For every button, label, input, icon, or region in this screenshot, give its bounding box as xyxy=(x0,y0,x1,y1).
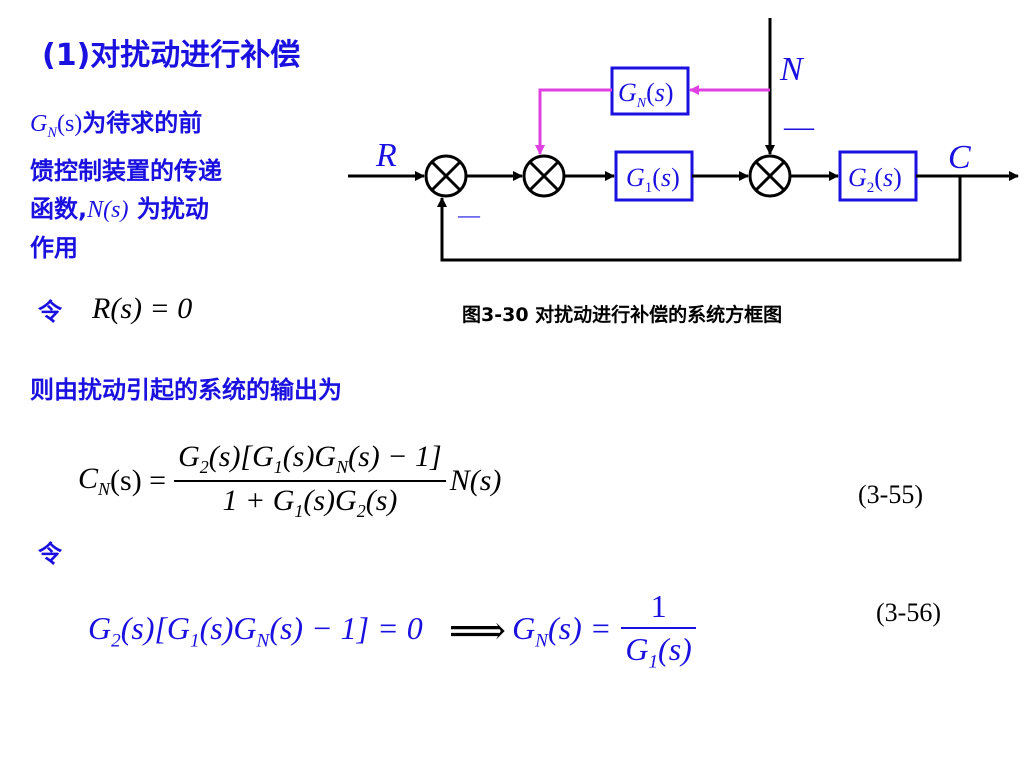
block-gn-label: GN(s) xyxy=(618,78,674,111)
slide-heading: (1)对扰动进行补偿 xyxy=(42,38,301,73)
block-g1 xyxy=(614,150,694,202)
summing-junction-1 xyxy=(424,154,468,198)
figure-caption: 图3-30 对扰动进行补偿的系统方框图 xyxy=(462,304,783,326)
eq55-numerator: G2(s)[G1(s)GN(s) − 1] xyxy=(178,440,442,477)
rs-equation: R(s) = 0 xyxy=(92,292,193,325)
feedback-path xyxy=(437,176,962,262)
summing-junction-3 xyxy=(748,154,792,198)
description-line2: 馈控制装置的传递 xyxy=(30,156,222,185)
label-n: N xyxy=(779,51,805,88)
implies-arrow: ⟹ xyxy=(448,608,507,654)
eq55-lhs-arg: (s) = xyxy=(110,464,167,497)
ling-label: 令 xyxy=(38,298,62,326)
block-g2-label: G2(s) xyxy=(848,163,902,196)
ling-label-2: 令 xyxy=(38,540,62,568)
summing-junction-2 xyxy=(522,154,566,198)
description-paragraph: GN(s)为待求的前 馈控制装置的传递 函数,N(s) 为扰动 作用 xyxy=(30,104,320,267)
description-line3-post: 为扰动 xyxy=(128,194,209,223)
description-line3-pre: 函数, xyxy=(30,194,88,223)
description-line1: 为待求的前 xyxy=(82,109,203,137)
block-g1-label: G1(s) xyxy=(626,163,680,196)
label-r: R xyxy=(375,137,397,174)
eq55-tail: N(s) xyxy=(449,464,502,497)
feedback-minus: — xyxy=(457,202,481,227)
gn-symbol: GN(s) xyxy=(30,111,83,141)
description-line4: 作用 xyxy=(30,233,78,262)
equation-3-55: CN(s) = G2(s)[G1(s)GN(s) − 1] 1 + G1(s)G… xyxy=(78,440,501,522)
disturbance-minus: — xyxy=(783,110,815,143)
eq56-denominator: G1(s) xyxy=(625,631,692,673)
ff-arrow-to-junction xyxy=(535,88,612,155)
eq56-fraction: 1 G1(s) xyxy=(621,588,696,673)
eq55-fraction: G2(s)[G1(s)GN(s) − 1] 1 + G1(s)G2(s) xyxy=(174,440,446,522)
eq56-right: GN(s) = xyxy=(512,609,612,651)
eq55-number: (3-55) xyxy=(858,480,923,509)
eq56-numerator: 1 xyxy=(650,588,667,624)
eq56-left: G2(s)[G1(s)GN(s) − 1] = 0 xyxy=(88,609,423,651)
output-intro: 则由扰动引起的系统的输出为 xyxy=(30,376,342,404)
block-diagram: R G1(s) G2(s) C — N — GN(s) xyxy=(348,18,1019,262)
eq55-lhs: CN xyxy=(78,462,111,499)
block-gn xyxy=(610,66,690,116)
equation-3-56: G2(s)[G1(s)GN(s) − 1] = 0 ⟹ GN(s) = 1 G1… xyxy=(88,588,696,673)
n-symbol: N(s) xyxy=(87,196,129,223)
eq56-number: (3-56) xyxy=(876,598,941,627)
label-c: C xyxy=(948,139,971,176)
eq55-denominator: 1 + G1(s)G2(s) xyxy=(222,484,398,521)
